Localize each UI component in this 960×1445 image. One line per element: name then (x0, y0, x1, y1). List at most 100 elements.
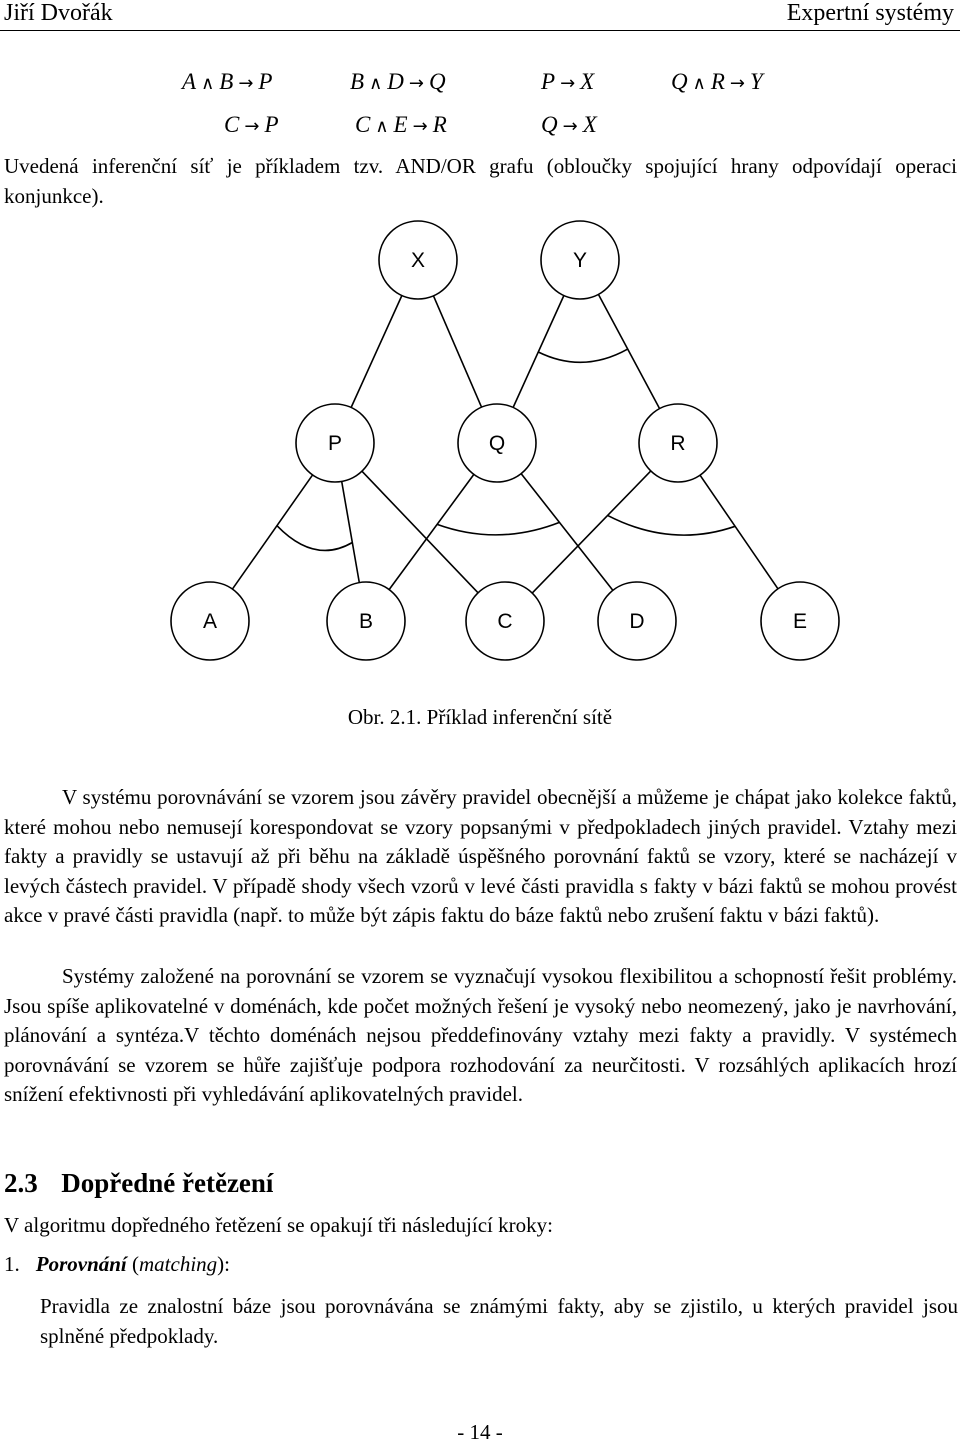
node-label: Q (489, 432, 505, 455)
node-circle (170, 581, 250, 661)
node-circle (465, 581, 545, 661)
node-label: E (793, 610, 807, 633)
body-paragraph-2: Systémy založené na porovnání se vzorem … (4, 964, 957, 1107)
section-number: 2.3 (4, 1168, 38, 1198)
node-c: C (465, 581, 545, 661)
edge-r-y (597, 294, 661, 409)
step-1-heading: 1. Porovnání (matching): (4, 1252, 230, 1277)
rule-formula: B∧D→Q (350, 69, 446, 97)
rule-premise: B (219, 69, 234, 94)
node-label: X (411, 249, 425, 272)
and-symbol: ∧ (692, 73, 706, 94)
node-label: A (203, 610, 217, 633)
edge-c-p (361, 470, 479, 594)
steps-intro: V algoritmu dopředného řetězení se opaku… (4, 1213, 553, 1237)
rule-conclusion: X (582, 112, 597, 137)
rule-premise: B (350, 69, 365, 94)
rule-formula: A∧B→P (182, 69, 272, 97)
rule-premise: C (355, 112, 371, 137)
node-label: D (629, 610, 644, 633)
node-label: C (497, 610, 512, 633)
rule-conclusion: R (432, 112, 447, 137)
node-p: P (295, 403, 375, 483)
node-circle (295, 403, 375, 483)
and-arc-q (436, 521, 560, 536)
and-arc-r (607, 514, 736, 536)
node-a: A (170, 581, 250, 661)
step-paren-open: ( (126, 1252, 140, 1276)
rule-premise: C (224, 112, 240, 137)
intro-paragraph: Uvedená inferenční síť je příkladem tzv.… (4, 154, 957, 208)
implies-symbol: → (562, 116, 578, 137)
inference-network-diagram: X Y P Q R A B C D E (170, 220, 840, 661)
rule-premise: Q (671, 69, 688, 94)
rule-conclusion: P (264, 112, 279, 137)
step-english-term: matching (139, 1252, 218, 1276)
rule-formula: P→X (541, 69, 594, 97)
node-circle (540, 220, 620, 300)
edge-q-y (512, 295, 565, 408)
and-arc-y (537, 348, 629, 364)
rule-formula: C∧E→R (355, 112, 447, 140)
node-circle (326, 581, 406, 661)
edge-p-x (350, 295, 403, 408)
node-circle (378, 220, 458, 300)
node-label: R (670, 432, 685, 455)
rule-premise: R (710, 69, 725, 94)
section-title: Dopředné řetězení (61, 1168, 274, 1198)
implies-symbol: → (408, 73, 424, 94)
node-circle (638, 403, 718, 483)
node-y: Y (540, 220, 620, 300)
step-number: 1. (4, 1252, 20, 1276)
header-author: Jiří Dvořák (4, 0, 113, 26)
implies-symbol: → (729, 73, 745, 94)
node-label: P (328, 432, 342, 455)
edge-b-q (388, 473, 475, 591)
rule-conclusion: P (258, 69, 273, 94)
rule-formula: Q∧R→Y (671, 69, 763, 97)
figure-caption: Obr. 2.1. Příklad inferenční sítě (347, 705, 613, 729)
header-title: Expertní systémy (786, 0, 954, 26)
rule-premise: P (541, 69, 556, 94)
and-symbol: ∧ (201, 73, 215, 94)
implies-symbol: → (412, 116, 428, 137)
edge-d-q (520, 473, 614, 591)
rule-conclusion: Y (749, 69, 763, 94)
rule-formula: Q→X (541, 112, 597, 140)
node-circle (760, 581, 840, 661)
step-term: Porovnání (35, 1252, 127, 1276)
node-q: Q (457, 403, 537, 483)
header-rule (0, 30, 960, 31)
edge-c-r (531, 470, 652, 594)
rule-premise: Q (541, 112, 558, 137)
step-paren-close: ): (217, 1252, 230, 1276)
implies-symbol: → (244, 116, 260, 137)
implies-symbol: → (238, 73, 254, 94)
rule-premise: A (182, 69, 197, 94)
edge-e-r (699, 474, 779, 590)
body-paragraph-1: V systému porovnávání se vzorem jsou záv… (4, 785, 957, 928)
implies-symbol: → (560, 73, 576, 94)
rule-conclusion: Q (428, 69, 446, 94)
node-x: X (378, 220, 458, 300)
edge-q-x (432, 295, 483, 408)
rule-formula: C→P (224, 112, 279, 140)
edge-a-p (231, 474, 314, 590)
node-label: B (359, 610, 373, 633)
edge-b-p (340, 481, 361, 583)
node-circle (457, 403, 537, 483)
step-1-text: Pravidla ze znalostní báze jsou porovnáv… (40, 1294, 958, 1348)
node-e: E (760, 581, 840, 661)
and-symbol: ∧ (375, 116, 389, 137)
node-circle (597, 581, 677, 661)
rule-conclusion: X (580, 69, 595, 94)
rule-premise: E (393, 112, 408, 137)
and-symbol: ∧ (369, 73, 383, 94)
node-r: R (638, 403, 718, 483)
page-number: - 14 - (457, 1420, 503, 1444)
section-heading: 2.3 Dopředné řetězení (4, 1168, 273, 1199)
node-b: B (326, 581, 406, 661)
node-d: D (597, 581, 677, 661)
rule-premise: D (387, 69, 404, 94)
and-arc-p (276, 525, 353, 552)
